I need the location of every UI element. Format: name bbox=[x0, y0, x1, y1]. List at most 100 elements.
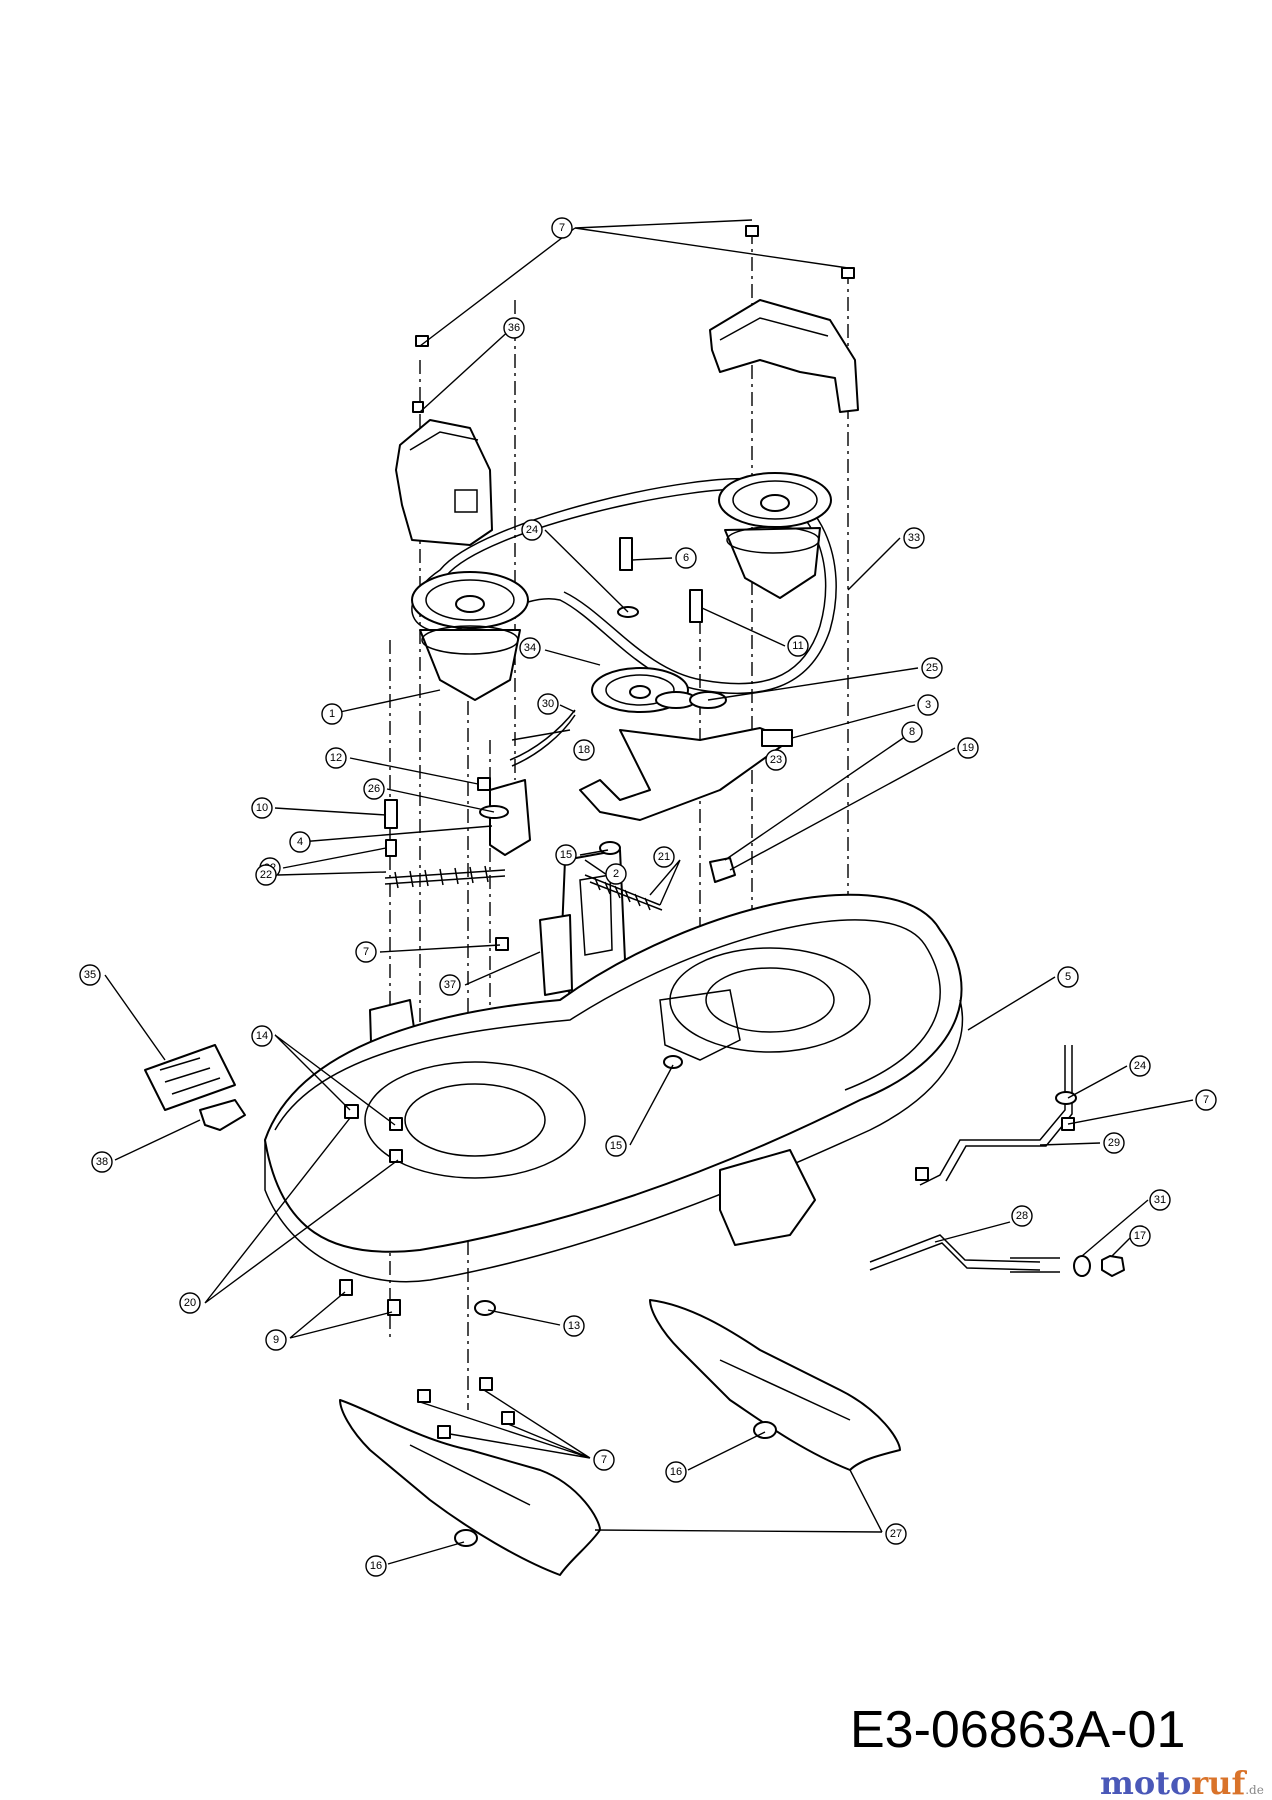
callout-label: 16 bbox=[670, 1466, 682, 1478]
callout-2-bracket[interactable]: 2 bbox=[605, 863, 627, 885]
callout-5-deck[interactable]: 5 bbox=[1057, 966, 1079, 988]
callout-label: 18 bbox=[578, 744, 590, 756]
callout-25-washer[interactable]: 25 bbox=[921, 657, 943, 679]
callout-label: 7 bbox=[363, 946, 369, 958]
callout-label: 7 bbox=[559, 222, 565, 234]
blade-left bbox=[339, 1399, 601, 1576]
callout-label: 8 bbox=[909, 726, 915, 738]
washer-31-shape bbox=[1073, 1255, 1091, 1277]
callout-15-washer-upper[interactable]: 15 bbox=[555, 844, 577, 866]
callout-7-mid[interactable]: 7 bbox=[355, 941, 377, 963]
tension-spring-left bbox=[384, 865, 506, 889]
callout-label: 24 bbox=[1134, 1060, 1146, 1072]
callout-label: 22 bbox=[260, 869, 272, 881]
callout-balloons: 7 36 24 6 33 11 34 25 1 30 18 3 8 19 12 … bbox=[79, 217, 1217, 1577]
callout-label: 3 bbox=[925, 699, 931, 711]
callout-18-pin[interactable]: 18 bbox=[573, 739, 595, 761]
callout-13-nut[interactable]: 13 bbox=[563, 1315, 585, 1337]
callout-28-rod[interactable]: 28 bbox=[1011, 1205, 1033, 1227]
callout-7-blade-bolts[interactable]: 7 bbox=[593, 1449, 615, 1471]
callout-label: 14 bbox=[256, 1030, 268, 1042]
callout-label: 27 bbox=[890, 1528, 902, 1540]
motoruf-watermark-logo: motoruf.de bbox=[1100, 1764, 1264, 1800]
callout-label: 31 bbox=[1154, 1194, 1166, 1206]
callout-7-top-fasteners[interactable]: 7 bbox=[551, 217, 573, 239]
callout-9-bolts[interactable]: 9 bbox=[265, 1329, 287, 1351]
callout-16-right-nut[interactable]: 16 bbox=[665, 1461, 687, 1483]
callout-16-left-nut[interactable]: 16 bbox=[365, 1555, 387, 1577]
drawing-code: E3-06863A-01 bbox=[850, 1701, 1186, 1759]
callout-3-bracket[interactable]: 3 bbox=[917, 694, 939, 716]
callout-label: 33 bbox=[908, 532, 920, 544]
callout-37-bracket[interactable]: 37 bbox=[439, 974, 461, 996]
callout-29-rod[interactable]: 29 bbox=[1103, 1132, 1125, 1154]
callout-label: 38 bbox=[96, 1156, 108, 1168]
callout-17-nut[interactable]: 17 bbox=[1129, 1225, 1151, 1247]
callout-label: 13 bbox=[568, 1320, 580, 1332]
blade-left-edge bbox=[409, 1444, 531, 1506]
callout-4-bracket[interactable]: 4 bbox=[289, 831, 311, 853]
callout-label: 19 bbox=[962, 742, 974, 754]
callout-19-part[interactable]: 19 bbox=[957, 737, 979, 759]
callout-24-washer[interactable]: 24 bbox=[521, 519, 543, 541]
callout-label: 37 bbox=[444, 979, 456, 991]
callout-10-bolt[interactable]: 10 bbox=[251, 797, 273, 819]
idler-arm-rod bbox=[509, 709, 576, 767]
callout-38-bracket[interactable]: 38 bbox=[91, 1151, 113, 1173]
callout-label: 28 bbox=[1016, 1210, 1028, 1222]
callout-label: 29 bbox=[1108, 1137, 1120, 1149]
callout-label: 30 bbox=[542, 698, 554, 710]
callout-label: 25 bbox=[926, 662, 938, 674]
watermark-ruf: ruf bbox=[1191, 1764, 1246, 1800]
blade-right-edge bbox=[719, 1359, 851, 1421]
callout-12-bolt[interactable]: 12 bbox=[325, 747, 347, 769]
callout-34-idler-pulley[interactable]: 34 bbox=[519, 637, 541, 659]
callout-label: 7 bbox=[1203, 1094, 1209, 1106]
nut-17-shape bbox=[1101, 1255, 1125, 1277]
callout-26-washer[interactable]: 26 bbox=[363, 778, 385, 800]
callout-label: 10 bbox=[256, 802, 268, 814]
callout-label: 36 bbox=[508, 322, 520, 334]
callout-23-part[interactable]: 23 bbox=[765, 749, 787, 771]
callout-label: 9 bbox=[273, 1334, 279, 1346]
warning-label bbox=[144, 1044, 236, 1111]
callout-31-washer[interactable]: 31 bbox=[1149, 1189, 1171, 1211]
pivot-bracket bbox=[489, 779, 531, 856]
callout-label: 20 bbox=[184, 1297, 196, 1309]
label-bracket bbox=[199, 1099, 246, 1131]
watermark-moto: moto bbox=[1100, 1764, 1192, 1800]
callout-30-rod[interactable]: 30 bbox=[537, 693, 559, 715]
callout-label: 2 bbox=[613, 868, 619, 880]
callout-14-part[interactable]: 14 bbox=[251, 1025, 273, 1047]
callout-21-spring[interactable]: 21 bbox=[653, 846, 675, 868]
callout-11-bolt[interactable]: 11 bbox=[787, 635, 809, 657]
callout-27-blades[interactable]: 27 bbox=[885, 1523, 907, 1545]
callout-6-bolt[interactable]: 6 bbox=[675, 547, 697, 569]
right-belt-cover bbox=[709, 299, 859, 413]
idler-pulley-assembly bbox=[579, 667, 793, 821]
mower-deck-shell bbox=[264, 893, 964, 1283]
callout-1-spindle[interactable]: 1 bbox=[321, 703, 343, 725]
callout-20-part[interactable]: 20 bbox=[179, 1292, 201, 1314]
callout-8-part[interactable]: 8 bbox=[901, 721, 923, 743]
callout-22-spring[interactable]: 22 bbox=[255, 864, 277, 886]
callout-label: 15 bbox=[610, 1140, 622, 1152]
callout-label: 5 bbox=[1065, 971, 1071, 983]
callout-label: 7 bbox=[601, 1454, 607, 1466]
callout-15-washer-lower[interactable]: 15 bbox=[605, 1135, 627, 1157]
tension-spring-right bbox=[584, 874, 663, 911]
callout-33-belt[interactable]: 33 bbox=[903, 527, 925, 549]
callout-7-right[interactable]: 7 bbox=[1195, 1089, 1217, 1111]
leveling-rod-upper bbox=[919, 1045, 1073, 1186]
callout-24-washer-right[interactable]: 24 bbox=[1129, 1055, 1151, 1077]
callout-label: 12 bbox=[330, 752, 342, 764]
callout-label: 34 bbox=[524, 642, 536, 654]
callout-35-label[interactable]: 35 bbox=[79, 964, 101, 986]
callout-label: 23 bbox=[770, 754, 782, 766]
threaded-end bbox=[1010, 1257, 1060, 1273]
left-belt-cover bbox=[395, 419, 493, 546]
callout-label: 21 bbox=[658, 851, 670, 863]
callout-36-belt-cover[interactable]: 36 bbox=[503, 317, 525, 339]
